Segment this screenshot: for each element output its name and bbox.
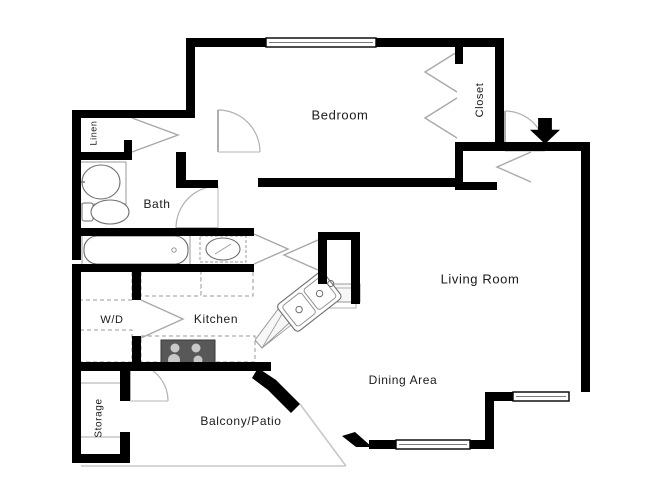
kitchen-sink-basin-left [282, 292, 316, 327]
kitchen-angled-wall [252, 368, 300, 413]
pantry-left-wall [318, 232, 327, 284]
pantry-bifold [282, 239, 319, 271]
bedroom-top-wall-right [374, 38, 504, 47]
bedroom-left-wall [186, 38, 195, 116]
windows [265, 37, 570, 450]
dining-step-wall-top [485, 392, 537, 401]
room-label-storage: Storage [94, 398, 105, 437]
entry-direction-arrow [530, 118, 560, 144]
walls [72, 38, 590, 463]
diagonal-walls [252, 368, 372, 447]
bath-tub-divider [72, 228, 194, 236]
dining-bottom-wall-left [369, 440, 397, 449]
room-label-closet: Closet [474, 83, 486, 118]
kitchen-bottom-wall [141, 362, 271, 371]
entry-closet-bifold [495, 151, 532, 183]
room-label-bedroom: Bedroom [312, 107, 369, 122]
bath-top-wall-right [176, 152, 186, 188]
room-label-kitchen: Kitchen [194, 312, 238, 326]
kitchen-sink-faucet [327, 280, 335, 288]
bedroom-closet-bifold-upper [423, 51, 458, 93]
room-label-living: Living Room [441, 271, 520, 286]
closet-right-wall [495, 38, 504, 148]
linen-left-wall [72, 110, 81, 260]
vanity-sink-basin [205, 237, 241, 261]
bedroom-door-arc [217, 109, 261, 153]
entry-closet-bottom [455, 182, 497, 190]
room-label-dining: Dining Area [369, 373, 438, 387]
bedroom-left-stub [178, 110, 195, 118]
storage-right-wall-bottom [120, 432, 130, 463]
living-right-wall [581, 142, 590, 392]
stove-cooktop-burner-1 [170, 343, 180, 353]
vanity-bifold [253, 233, 290, 265]
room-label-bath: Bath [143, 197, 170, 211]
pantry-top-wall [318, 232, 360, 240]
plumbing-and-appliance-fixtures [78, 161, 342, 438]
linen-bottom-wall [72, 152, 132, 160]
room-label-wd: W/D [100, 314, 123, 326]
stove-cooktop-burner-2 [191, 343, 201, 353]
upper-cabinet-right [200, 267, 254, 297]
kitchen-sink-outline [277, 271, 342, 332]
dining-bottom-wall-right [468, 440, 494, 449]
bath-door-arc [175, 185, 219, 229]
kitchen-sink-drain-right [315, 289, 324, 298]
bathtub-basin [83, 235, 189, 265]
bedroom-closet-bifold-lower [423, 97, 458, 139]
pantry-right-wall [351, 232, 360, 304]
room-label-balcony: Balcony/Patio [200, 414, 281, 428]
patio-angled-wall [342, 432, 372, 447]
upper-cabinet-left [140, 267, 202, 297]
entry-top-wall [497, 142, 590, 151]
closet-bottom-divider [455, 142, 504, 151]
room-label-linen: Linen [88, 120, 98, 145]
balcony-edges [81, 403, 347, 467]
kitchen-sink-drain-left [295, 305, 303, 314]
kitchen-sink [277, 271, 342, 332]
vanity-sink-detail [214, 243, 232, 255]
bath-lower-divider [72, 264, 254, 272]
storage-left-wall [72, 371, 81, 463]
dining-step-wall-vertical [485, 392, 494, 448]
wd-right-wall-lower [132, 336, 141, 370]
bath-door-jamb [186, 180, 218, 188]
toilet-bowl [90, 199, 130, 225]
linen-top-wall [72, 110, 186, 118]
bathtub-drain [171, 247, 177, 253]
linen-right-stub [124, 140, 132, 160]
balcony-outer-edge-diagonal [299, 403, 347, 467]
storage-right-wall-top [120, 371, 130, 401]
bifold-closet-doors [131, 51, 532, 339]
linen-closet-bifold [131, 117, 181, 153]
washer-unit [79, 267, 133, 301]
entry-direction-arrow [530, 118, 560, 144]
bathroom-sink-counter [79, 161, 127, 205]
wd-bottom-wall [72, 362, 152, 371]
bedroom-top-wall-left [186, 38, 268, 47]
wd-left-wall [72, 264, 81, 368]
closet-partition-wall [455, 44, 463, 64]
storage-bottom-wall [72, 454, 130, 463]
bedroom-bottom-wall [258, 178, 458, 187]
wd-closet-bifold [140, 299, 185, 339]
dryer-unit [79, 329, 133, 363]
wd-right-wall [132, 268, 141, 300]
closet-partition-lower [455, 142, 463, 190]
vanity-top-wall [194, 228, 254, 236]
